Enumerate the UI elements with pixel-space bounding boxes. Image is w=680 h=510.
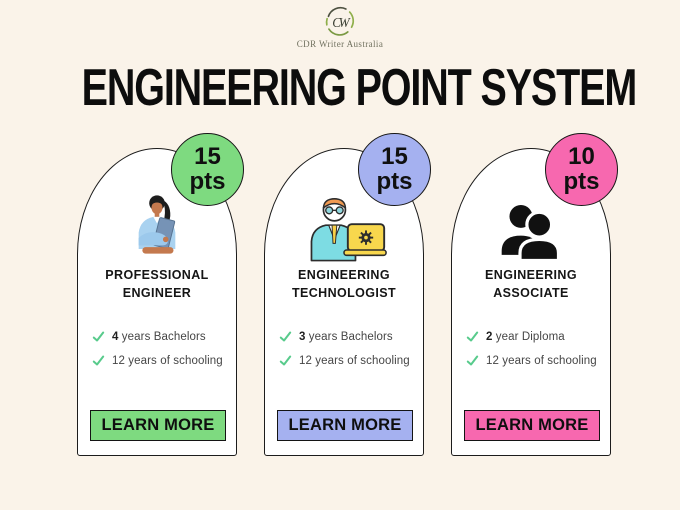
card-engineering-technologist: 15 pts: [264, 133, 431, 456]
feature-text: 12 years of schooling: [486, 354, 597, 367]
feature-text: 12 years of schooling: [112, 354, 223, 367]
professional-engineer-illustration: [78, 187, 236, 263]
feature-item: 12 years of schooling: [92, 354, 233, 367]
engineering-technologist-illustration: [265, 187, 423, 263]
people-icon: [501, 204, 561, 263]
brand-name: CDR Writer Australia: [296, 39, 384, 49]
card-professional-engineer: 15 pts: [77, 133, 244, 456]
check-icon: [279, 354, 292, 367]
feature-text: 4 years Bachelors: [112, 330, 206, 343]
card-title: PROFESSIONAL ENGINEER: [105, 268, 209, 300]
engineering-associate-illustration: [452, 187, 610, 263]
check-icon: [92, 354, 105, 367]
points-value: 10: [568, 143, 595, 170]
check-icon: [92, 330, 105, 343]
feature-item: 2 year Diploma: [466, 330, 607, 343]
card-title: ENGINEERING ASSOCIATE: [485, 268, 577, 300]
points-value: 15: [381, 143, 408, 170]
learn-more-button[interactable]: LEARN MORE: [464, 410, 600, 441]
cw-logo-icon: CW: [325, 6, 355, 36]
page-title: ENGINEERING POINT SYSTEM: [81, 59, 638, 117]
points-badge: 15 pts: [358, 133, 431, 206]
feature-list: 3 years Bachelors 12 years of schooling: [279, 330, 420, 378]
points-unit: pts: [189, 168, 226, 195]
female-engineer-icon: [138, 195, 176, 254]
feature-list: 4 years Bachelors 12 years of schooling: [92, 330, 233, 378]
card-title: ENGINEERING TECHNOLOGIST: [291, 268, 397, 300]
points-unit: pts: [563, 168, 600, 195]
learn-more-button[interactable]: LEARN MORE: [90, 410, 226, 441]
cw-logo-initials: CW: [332, 15, 351, 30]
brand-logo: CW CDR Writer Australia: [297, 5, 383, 49]
points-value: 15: [194, 143, 221, 170]
feature-item: 12 years of schooling: [279, 354, 420, 367]
feature-item: 4 years Bachelors: [92, 330, 233, 343]
feature-text: 3 years Bachelors: [299, 330, 393, 343]
check-icon: [466, 330, 479, 343]
points-badge: 15 pts: [171, 133, 244, 206]
check-icon: [279, 330, 292, 343]
points-badge: 10 pts: [545, 133, 618, 206]
learn-more-button[interactable]: LEARN MORE: [277, 410, 413, 441]
cards-row: 15 pts: [77, 133, 618, 456]
feature-item: 12 years of schooling: [466, 354, 607, 367]
feature-text: 2 year Diploma: [486, 330, 565, 343]
card-engineering-associate: 10 pts ENGINEERING ASSOCIATE: [451, 133, 618, 456]
points-unit: pts: [376, 168, 413, 195]
feature-list: 2 year Diploma 12 years of schooling: [466, 330, 607, 378]
male-technologist-icon: [310, 198, 387, 262]
feature-item: 3 years Bachelors: [279, 330, 420, 343]
feature-text: 12 years of schooling: [299, 354, 410, 367]
check-icon: [466, 354, 479, 367]
